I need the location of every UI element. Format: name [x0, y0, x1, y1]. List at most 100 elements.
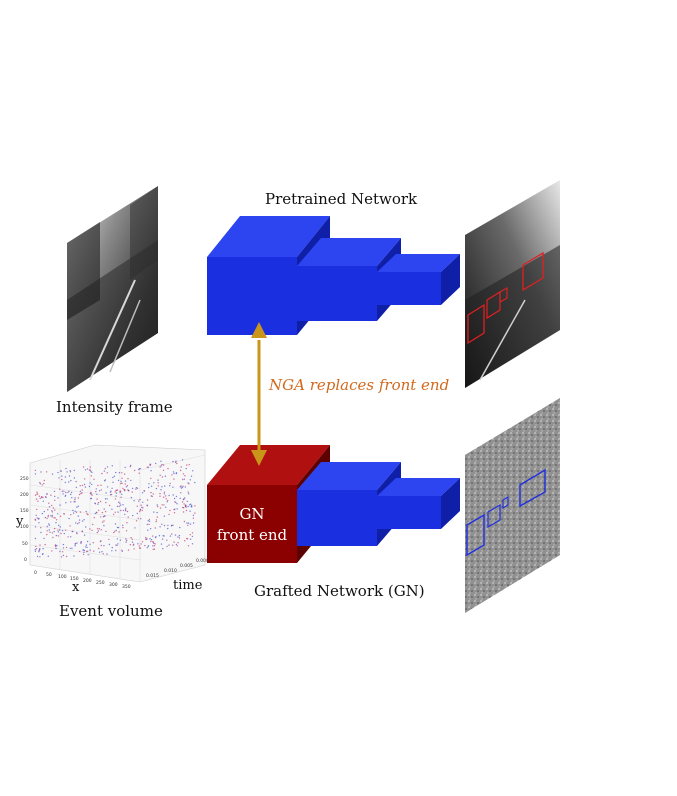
intensity-frame-image [67, 186, 158, 392]
event-point [62, 543, 65, 546]
event-point [173, 512, 176, 514]
event-point [43, 510, 45, 513]
event-point [82, 549, 84, 551]
event-point [51, 473, 54, 475]
event-point [55, 547, 57, 550]
event-point [101, 472, 103, 475]
event-point [78, 519, 81, 521]
event-point [131, 487, 134, 490]
event-point [135, 487, 138, 489]
event-point [123, 473, 126, 475]
event-point [73, 501, 75, 503]
event-volume-plot: 250 200 150 100 50 0 0 50 100 150 200 25… [20, 444, 209, 590]
event-point [116, 544, 118, 547]
event-point [150, 491, 152, 494]
event-point [138, 545, 140, 547]
event-point [57, 471, 59, 474]
event-point [59, 488, 61, 490]
event-point [112, 481, 114, 483]
event-point [179, 486, 181, 488]
event-point [127, 516, 129, 518]
event-point [39, 548, 41, 550]
event-point [81, 520, 84, 522]
event-point [40, 496, 43, 499]
event-point [34, 473, 37, 475]
event-point [114, 523, 117, 525]
event-point [52, 536, 54, 539]
event-point [154, 536, 157, 539]
event-point [72, 509, 74, 512]
event-point [133, 500, 135, 502]
event-volume-caption: Event volume [59, 602, 163, 620]
event-point [144, 544, 146, 547]
event-point [105, 492, 107, 494]
event-point [166, 545, 168, 548]
event-point [70, 501, 72, 503]
x-tick: 150 [70, 576, 79, 582]
event-point [136, 487, 139, 489]
event-point [39, 497, 41, 500]
event-point [60, 556, 63, 558]
event-point [177, 542, 179, 544]
event-point [137, 517, 139, 519]
event-point [172, 494, 174, 496]
event-point [150, 477, 152, 480]
event-point [168, 494, 170, 497]
nga-double-arrow [251, 322, 267, 466]
event-point [156, 516, 159, 518]
event-point [46, 530, 48, 532]
y-tick: 0 [24, 557, 27, 563]
event-point [41, 512, 44, 515]
event-point [163, 504, 165, 506]
event-point [187, 482, 189, 484]
event-point [83, 549, 86, 552]
event-point [160, 460, 162, 462]
event-point [175, 472, 177, 475]
gn-front-end-label-line2: front end [216, 526, 288, 544]
event-point [161, 476, 164, 478]
event-point [159, 507, 162, 509]
event-point [84, 478, 86, 480]
event-point [194, 505, 196, 507]
time-axis-label: time [173, 578, 203, 593]
event-point [180, 466, 182, 468]
event-point [152, 548, 154, 550]
event-point [167, 499, 169, 502]
event-point [185, 506, 187, 508]
event-point [122, 526, 124, 529]
event-point [152, 540, 154, 543]
event-point [65, 491, 67, 494]
event-point [119, 490, 122, 492]
event-point [103, 508, 105, 510]
event-point [101, 521, 104, 523]
event-point [70, 491, 73, 494]
event-point [79, 511, 82, 513]
event-point [175, 495, 178, 498]
event-point [191, 543, 194, 545]
event-detection-frame-image [465, 398, 560, 613]
event-point [146, 547, 148, 549]
event-point [134, 469, 136, 472]
event-point [59, 526, 61, 528]
event-point [105, 501, 107, 504]
event-point [186, 522, 188, 524]
event-point [174, 461, 177, 463]
event-point [124, 513, 126, 516]
event-point [90, 475, 93, 477]
event-point [86, 468, 89, 470]
event-point [115, 529, 117, 532]
event-point [129, 465, 131, 468]
event-point [188, 493, 190, 495]
event-point [83, 519, 85, 521]
event-point [172, 524, 174, 526]
event-point [57, 497, 59, 499]
event-point [69, 525, 71, 527]
event-point [186, 500, 188, 503]
event-point [114, 530, 116, 532]
detection-frame-image [465, 180, 560, 388]
x-tick: 250 [96, 580, 105, 586]
event-point [185, 509, 188, 512]
x-tick: 300 [109, 582, 118, 588]
event-point [149, 538, 151, 540]
detection-box [466, 513, 485, 557]
